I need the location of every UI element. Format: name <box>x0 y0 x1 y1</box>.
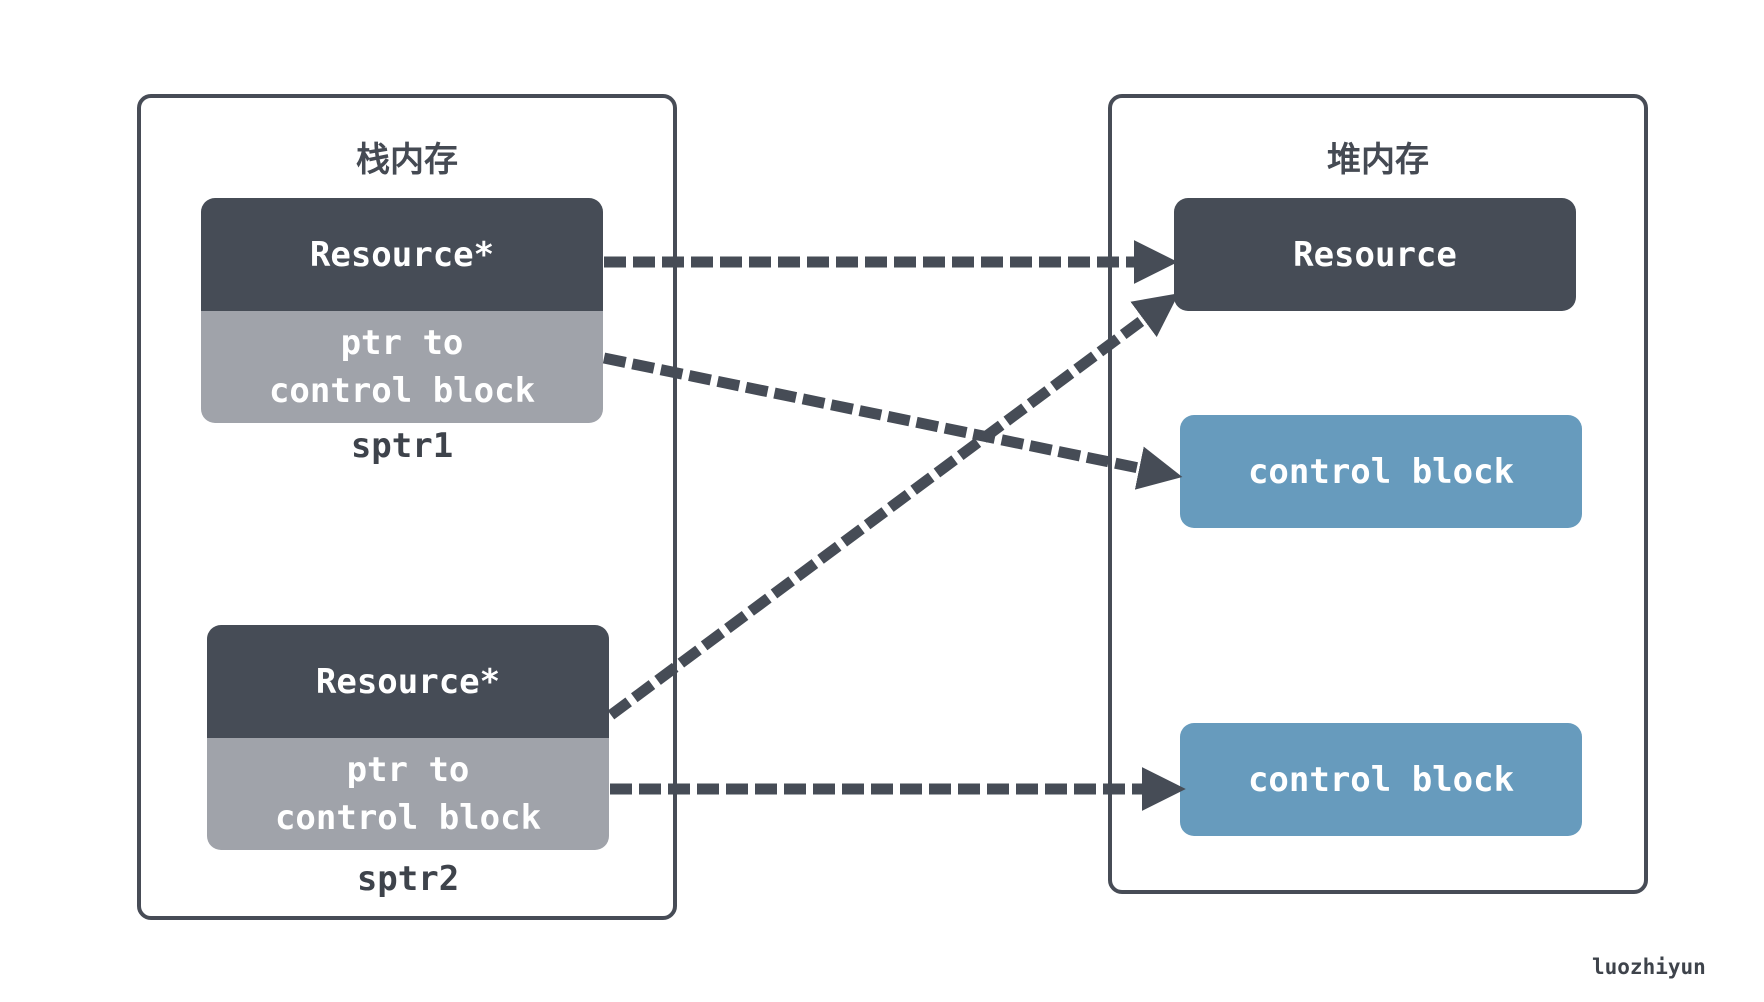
heap-resource-label: Resource <box>1293 234 1457 275</box>
arrow-sptr1-to-control-block-1 <box>602 352 1183 490</box>
sptr1-resource-pointer: Resource* <box>201 198 603 311</box>
heap-resource-box: Resource <box>1174 198 1576 311</box>
sptr2-resource-pointer: Resource* <box>207 625 609 738</box>
sptr1-caption: sptr1 <box>350 426 454 466</box>
heap-control-block-1-label: control block <box>1247 451 1515 492</box>
sptr1-resource-pointer-label: Resource* <box>309 234 495 275</box>
heap-control-block-2-label: control block <box>1247 759 1515 800</box>
stack-memory-title: 栈内存 <box>356 140 458 180</box>
arrow-sptr2-to-resource <box>607 293 1179 720</box>
sptr2-control-block-pointer-line2: control block <box>274 798 542 838</box>
author-watermark: luozhiyun <box>1592 955 1706 979</box>
heap-control-block-2: control block <box>1180 723 1582 836</box>
heap-memory-title: 堆内存 <box>1327 140 1429 180</box>
sptr2-control-block-pointer-line1: ptr to <box>346 750 470 790</box>
sptr1-control-block-pointer-line1: ptr to <box>340 323 464 363</box>
sptr2-shared-pointer: Resource* ptr to control block sptr2 <box>207 625 609 905</box>
heap-control-block-1: control block <box>1180 415 1582 528</box>
sptr1-control-block-pointer: ptr to control block <box>201 311 603 423</box>
sptr1-control-block-pointer-line2: control block <box>268 371 536 411</box>
sptr2-caption: sptr2 <box>356 859 460 899</box>
sptr2-control-block-pointer: ptr to control block <box>207 738 609 850</box>
sptr2-resource-pointer-label: Resource* <box>315 661 501 702</box>
sptr1-shared-pointer: Resource* ptr to control block sptr1 <box>201 198 603 470</box>
